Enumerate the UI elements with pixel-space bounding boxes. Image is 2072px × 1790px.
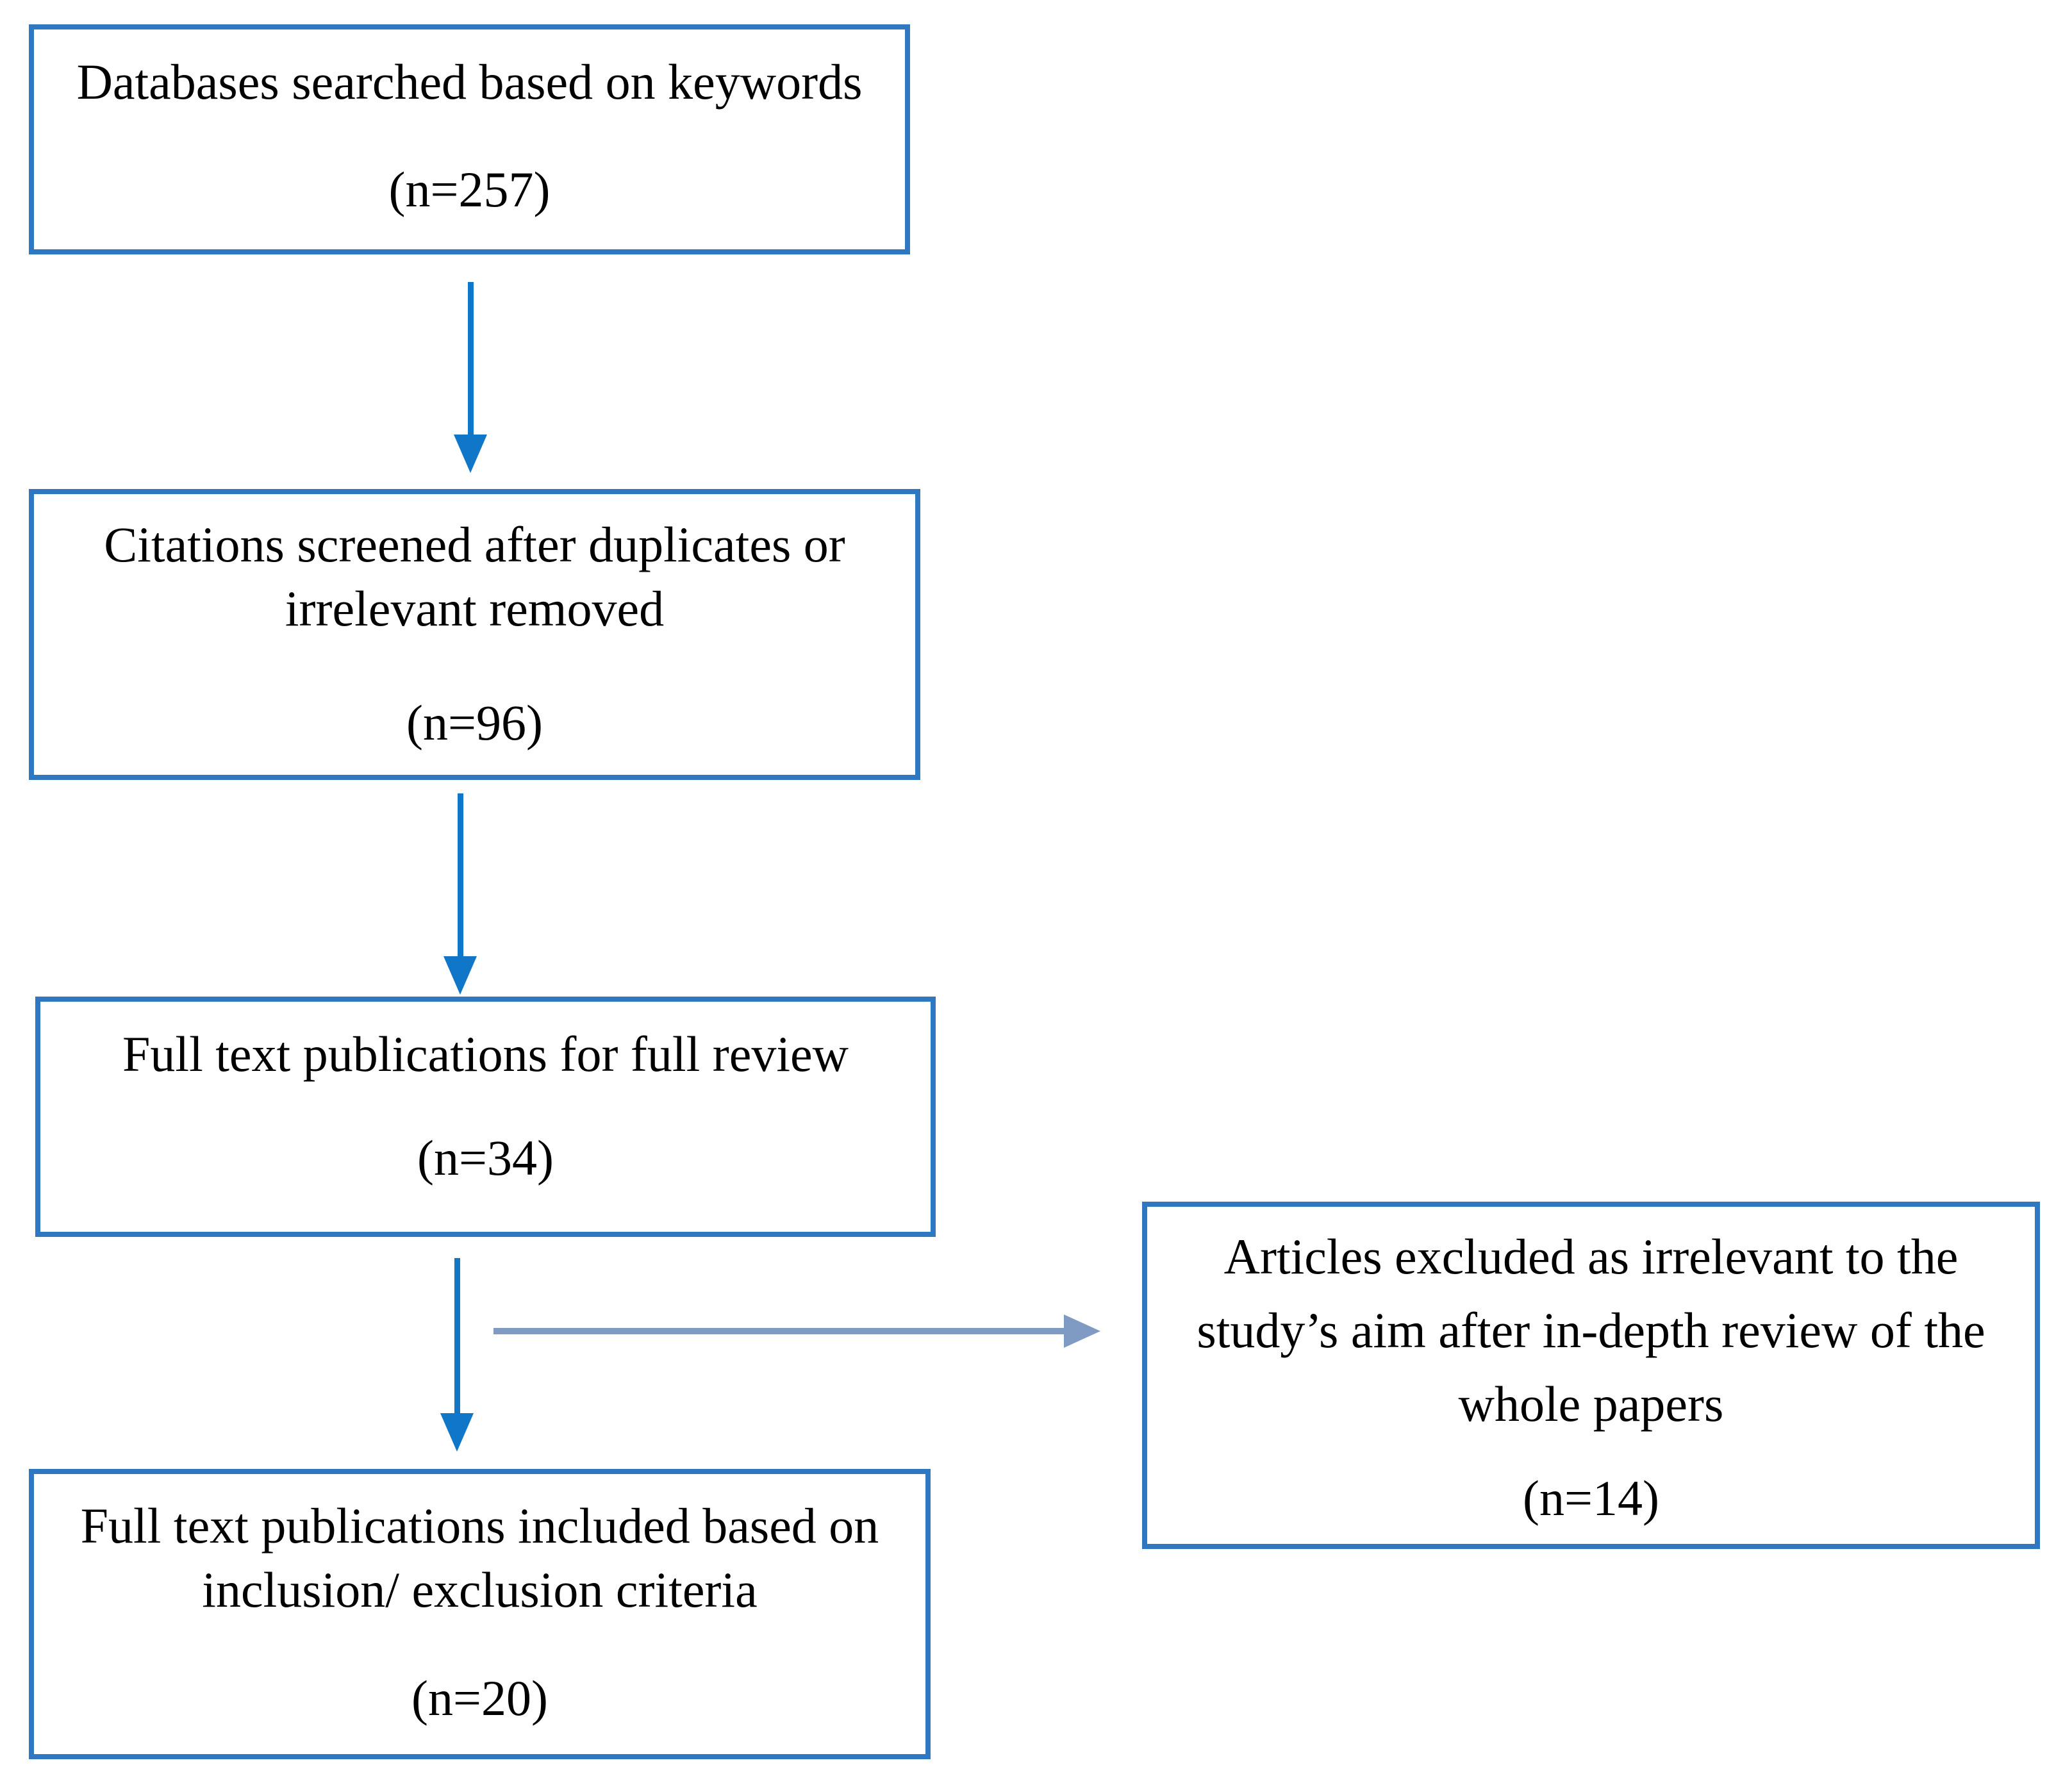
arrowhead-down-icon bbox=[440, 1413, 474, 1452]
box-label: Full text publications for full review bbox=[122, 1026, 849, 1082]
box-count: (n=20) bbox=[411, 1670, 548, 1726]
flow-box-full-text-review: Full text publications for full review (… bbox=[35, 997, 936, 1237]
flow-box-citations-screened: Citations screened after duplicates or i… bbox=[29, 489, 920, 780]
arrow-stem bbox=[467, 282, 474, 435]
arrow-fullreview-to-included bbox=[440, 1258, 474, 1452]
arrow-screened-to-fullreview bbox=[443, 793, 477, 995]
flow-box-articles-excluded: Articles excluded as irrelevant to the s… bbox=[1142, 1202, 2040, 1549]
box-count: (n=34) bbox=[417, 1130, 554, 1186]
arrow-fullreview-to-excluded bbox=[493, 1314, 1100, 1348]
box-count: (n=14) bbox=[1523, 1470, 1659, 1526]
arrow-databases-to-screened bbox=[454, 282, 487, 473]
arrow-stem bbox=[493, 1328, 1064, 1334]
arrow-stem bbox=[454, 1258, 460, 1413]
box-count: (n=257) bbox=[388, 162, 551, 217]
box-label: Full text publications included based on… bbox=[80, 1498, 879, 1618]
box-label: Citations screened after duplicates or i… bbox=[104, 517, 845, 636]
arrowhead-down-icon bbox=[454, 435, 487, 473]
box-label: Articles excluded as irrelevant to the s… bbox=[1197, 1229, 1985, 1432]
flow-box-databases-searched: Databases searched based on keywords (n=… bbox=[29, 24, 910, 254]
flow-box-full-text-included: Full text publications included based on… bbox=[29, 1469, 931, 1759]
box-label: Databases searched based on keywords bbox=[76, 54, 863, 110]
arrowhead-down-icon bbox=[443, 956, 477, 995]
box-count: (n=96) bbox=[406, 695, 543, 750]
arrow-stem bbox=[457, 793, 463, 956]
arrowhead-right-icon bbox=[1064, 1314, 1100, 1348]
